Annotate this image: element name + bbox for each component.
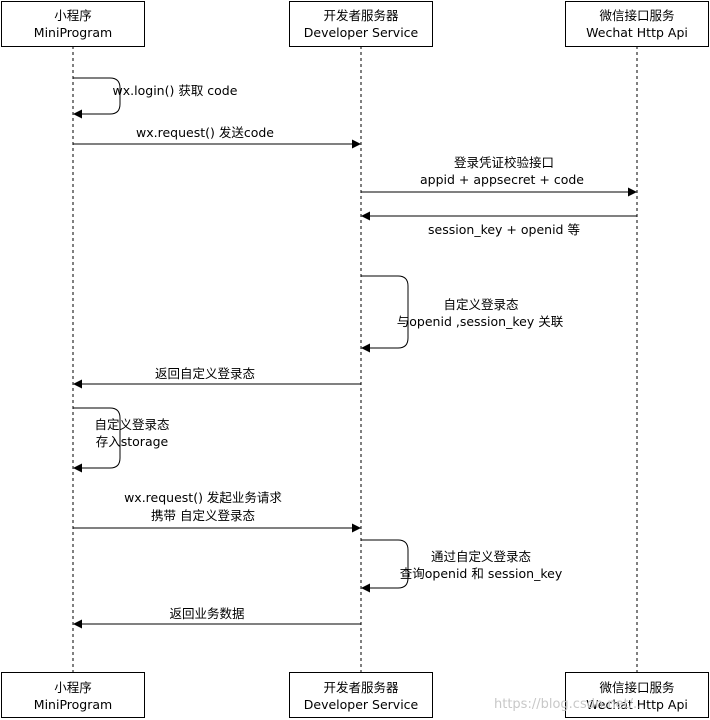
participant-subtitle: Wechat Http Api — [586, 25, 688, 40]
message-label: 自定义登录态 — [94, 417, 169, 432]
watermark-text: https://blog.csdn.net/... — [494, 697, 645, 712]
message-business-request: wx.request() 发起业务请求 携带 自定义登录态 — [73, 490, 361, 533]
message-return-login-state: 返回自定义登录态 — [73, 366, 361, 389]
message-label: 自定义登录态 — [443, 297, 518, 312]
participant-subtitle: Developer Service — [304, 25, 419, 40]
message-label: wx.request() 发起业务请求 — [124, 490, 282, 505]
arrowhead — [73, 379, 82, 389]
message-label: wx.request() 发送code — [136, 125, 274, 140]
participant-name: 微信接口服务 — [599, 680, 674, 695]
participant-subtitle: MiniProgram — [34, 697, 112, 712]
participant-subtitle: Developer Service — [304, 697, 419, 712]
arrowhead — [352, 523, 361, 533]
arrowhead — [73, 619, 82, 629]
message-send-code: wx.request() 发送code — [73, 125, 361, 149]
participant-name: 开发者服务器 — [323, 680, 399, 695]
message-label: 返回自定义登录态 — [155, 366, 255, 381]
arrowhead — [352, 139, 361, 149]
message-label: 存入storage — [96, 434, 169, 449]
participant-miniprogram-top: 小程序 MiniProgram — [1, 1, 145, 47]
message-code2session: 登录凭证校验接口 appid + appsecret + code — [361, 155, 637, 197]
participant-developer-service-bottom: 开发者服务器 Developer Service — [289, 672, 433, 718]
participant-wechat-api-top: 微信接口服务 Wechat Http Api — [565, 1, 709, 47]
arrowhead — [73, 109, 82, 119]
participant-subtitle: Wechat Http Api — [586, 697, 688, 712]
message-store-storage: 自定义登录态 存入storage — [73, 407, 170, 473]
message-label: 查询openid 和 session_key — [400, 566, 563, 581]
message-label: 登录凭证校验接口 — [454, 155, 554, 170]
message-custom-login-state: 自定义登录态 与openid ,session_key 关联 — [361, 275, 564, 353]
arrowhead — [73, 463, 82, 473]
participant-name: 开发者服务器 — [323, 8, 399, 23]
arrowhead — [361, 343, 370, 353]
message-wx-login: wx.login() 获取 code — [73, 77, 238, 119]
message-label: session_key + openid 等 — [428, 222, 580, 237]
arrowhead — [361, 583, 370, 593]
participant-miniprogram-bottom: 小程序 MiniProgram — [1, 672, 145, 718]
participant-name: 微信接口服务 — [599, 8, 674, 23]
message-query-openid: 通过自定义登录态 查询openid 和 session_key — [361, 539, 563, 593]
participant-name: 小程序 — [54, 8, 92, 23]
participant-subtitle: MiniProgram — [34, 25, 112, 40]
message-label: appid + appsecret + code — [420, 172, 584, 187]
participant-wechat-api-bottom: 微信接口服务 Wechat Http Api — [565, 672, 709, 718]
participant-developer-service-top: 开发者服务器 Developer Service — [289, 1, 433, 47]
message-label: 携带 自定义登录态 — [151, 508, 255, 523]
message-label: 返回业务数据 — [169, 606, 244, 621]
message-label: 与openid ,session_key 关联 — [397, 314, 564, 329]
message-label: 通过自定义登录态 — [431, 549, 531, 564]
message-session-key-return: session_key + openid 等 — [361, 211, 637, 237]
arrowhead — [361, 211, 370, 221]
participant-name: 小程序 — [54, 680, 92, 695]
message-return-business-data: 返回业务数据 — [73, 606, 361, 629]
arrowhead — [628, 187, 637, 197]
message-label: wx.login() 获取 code — [113, 83, 238, 98]
